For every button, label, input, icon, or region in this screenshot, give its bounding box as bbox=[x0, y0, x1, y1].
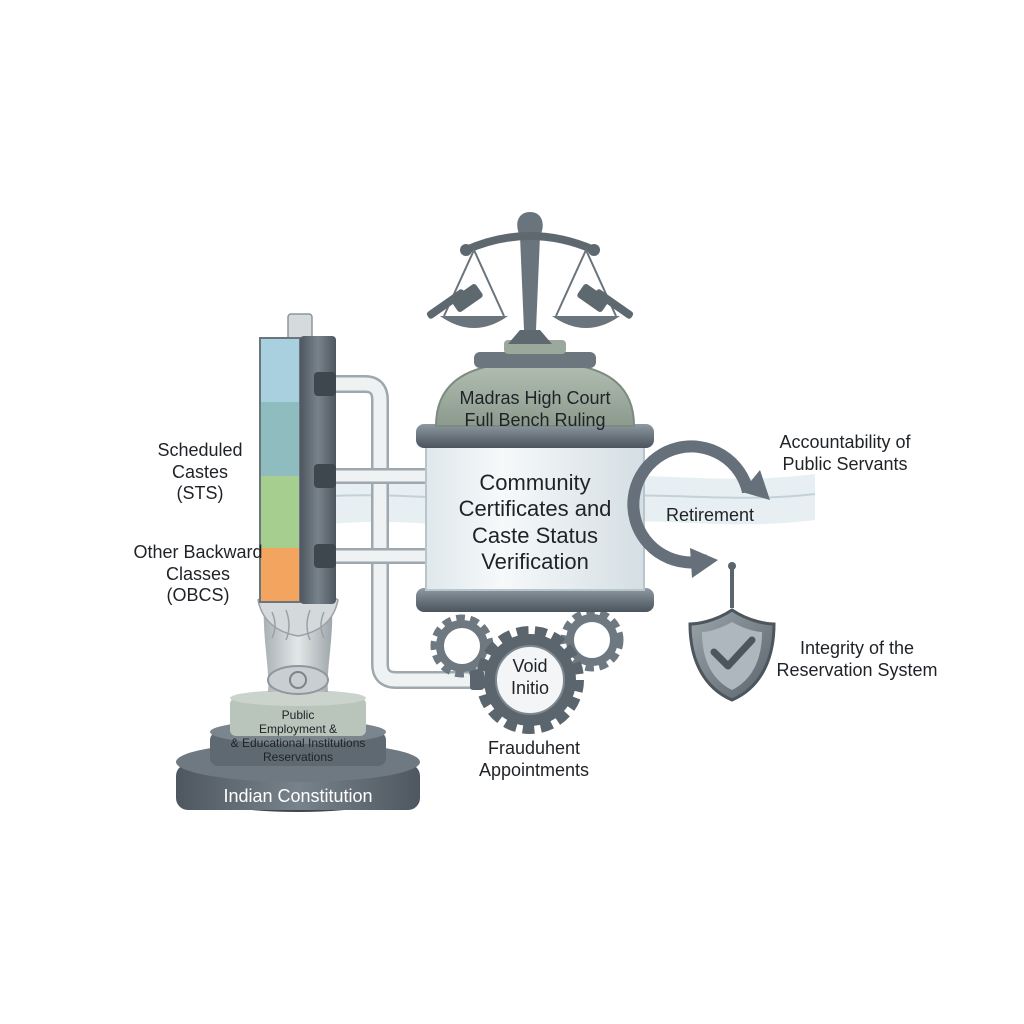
public-employment-label: Public Employment & bbox=[258, 708, 338, 737]
lion-capital-emblem bbox=[257, 595, 339, 695]
gears bbox=[430, 608, 624, 734]
reservation-column bbox=[259, 313, 336, 604]
scales-of-justice-icon bbox=[426, 212, 634, 344]
pipes bbox=[326, 375, 485, 689]
constitution-base bbox=[176, 690, 420, 812]
community-certificates-label: Community Certificates and Caste Status … bbox=[458, 470, 612, 575]
accountability-label: Accountability of Public Servants bbox=[779, 432, 911, 474]
fraudulent-appointments-label: Frauduhent Appointments bbox=[478, 738, 590, 780]
madras-high-court-label: Madras High Court Full Bench Ruling bbox=[459, 388, 611, 430]
shield-check-icon bbox=[688, 562, 776, 702]
retirement-label: Retirement bbox=[665, 505, 755, 525]
integrity-label: Integrity of the Reservation System bbox=[776, 638, 938, 680]
educational-institutions-label: & Educational Institutions Reservations bbox=[230, 736, 366, 765]
indian-constitution-label: Indian Constitution bbox=[223, 786, 373, 806]
scheduled-castes-label: Scheduled Castes (STS) bbox=[157, 440, 243, 504]
void-initio-label: Void Initio bbox=[510, 656, 550, 698]
other-backward-classes-label: Other Backward Classes (OBCS) bbox=[133, 542, 263, 606]
retirement-cycle-arrow bbox=[627, 440, 770, 578]
court-vessel bbox=[416, 340, 654, 612]
